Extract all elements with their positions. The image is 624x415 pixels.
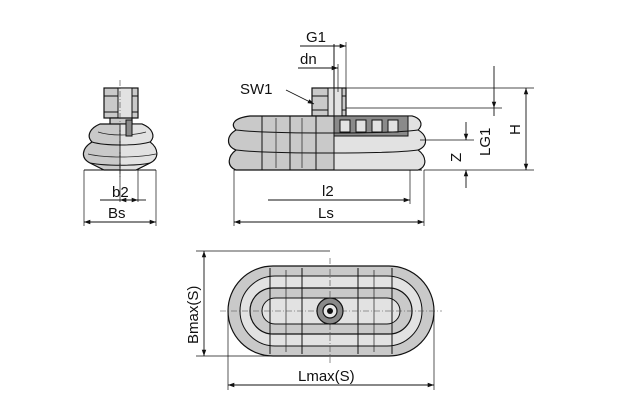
- top-view: [220, 258, 442, 364]
- label-lg1: LG1: [477, 128, 494, 156]
- dimension-dn: [298, 64, 339, 92]
- label-z: Z: [448, 153, 465, 162]
- label-lmax: Lmax(S): [298, 368, 355, 385]
- front-view: [227, 44, 427, 171]
- label-b2: b2: [112, 184, 129, 201]
- dimension-g1: [300, 42, 347, 88]
- label-sw1: SW1: [240, 81, 273, 98]
- dimension-z: [420, 122, 474, 188]
- label-g1: G1: [306, 29, 326, 46]
- label-bmax: Bmax(S): [185, 286, 202, 344]
- label-h: H: [507, 124, 524, 135]
- label-bs: Bs: [108, 205, 126, 222]
- label-dn: dn: [300, 51, 317, 68]
- dimension-bmax: [196, 250, 330, 357]
- dimension-ls: [233, 170, 425, 226]
- dimension-l2: [268, 170, 411, 204]
- label-ls: Ls: [318, 205, 334, 222]
- dimension-lg1: [346, 66, 502, 116]
- leader-sw1: [285, 89, 315, 105]
- dimension-b2: [100, 170, 146, 203]
- label-l2: l2: [322, 183, 334, 200]
- dimension-h: [346, 87, 534, 171]
- dimension-bs: [83, 170, 157, 226]
- side-view: [82, 80, 158, 178]
- dimension-lmax: [227, 311, 435, 390]
